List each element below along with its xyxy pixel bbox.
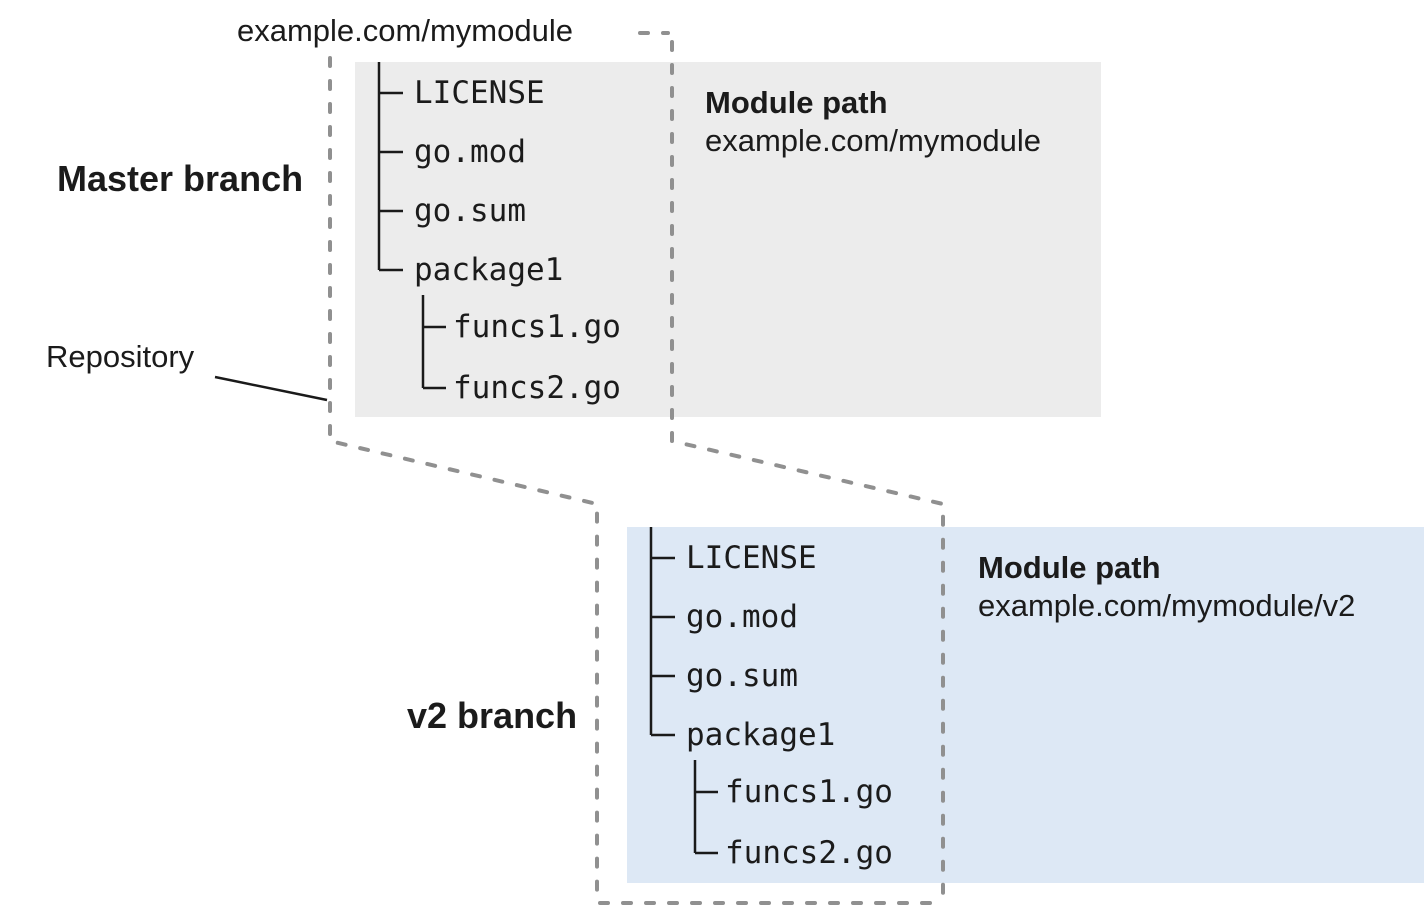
tree-item-gosum: go.sum xyxy=(414,193,526,229)
tree-item-license: LICENSE xyxy=(686,540,817,576)
master-module-path-title: Module path xyxy=(705,85,888,120)
tree-item-package1: package1 xyxy=(414,252,564,288)
tree-item-funcs2: funcs2.go xyxy=(725,835,893,871)
tree-item-gosum: go.sum xyxy=(686,658,798,694)
v2-module-path: Module path example.com/mymodule/v2 xyxy=(978,549,1355,625)
master-module-path-value: example.com/mymodule xyxy=(705,123,1041,158)
tree-item-funcs1: funcs1.go xyxy=(453,309,621,345)
tree-item-funcs2: funcs2.go xyxy=(453,370,621,406)
v2-branch-label: v2 branch xyxy=(407,695,578,736)
master-module-path: Module path example.com/mymodule xyxy=(705,84,1041,160)
tree-item-license: LICENSE xyxy=(414,75,545,111)
v2-module-path-value: example.com/mymodule/v2 xyxy=(978,588,1356,623)
master-branch-label: Master branch xyxy=(57,158,304,199)
tree-item-package1: package1 xyxy=(686,717,836,753)
v2-module-path-title: Module path xyxy=(978,550,1161,585)
tree-item-funcs1: funcs1.go xyxy=(725,774,893,810)
repository-label: Repository xyxy=(46,339,195,374)
tree-item-gomod: go.mod xyxy=(686,599,798,635)
tree-item-gomod: go.mod xyxy=(414,134,526,170)
repository-leader-line xyxy=(214,375,328,402)
repo-url-label: example.com/mymodule xyxy=(237,13,573,48)
